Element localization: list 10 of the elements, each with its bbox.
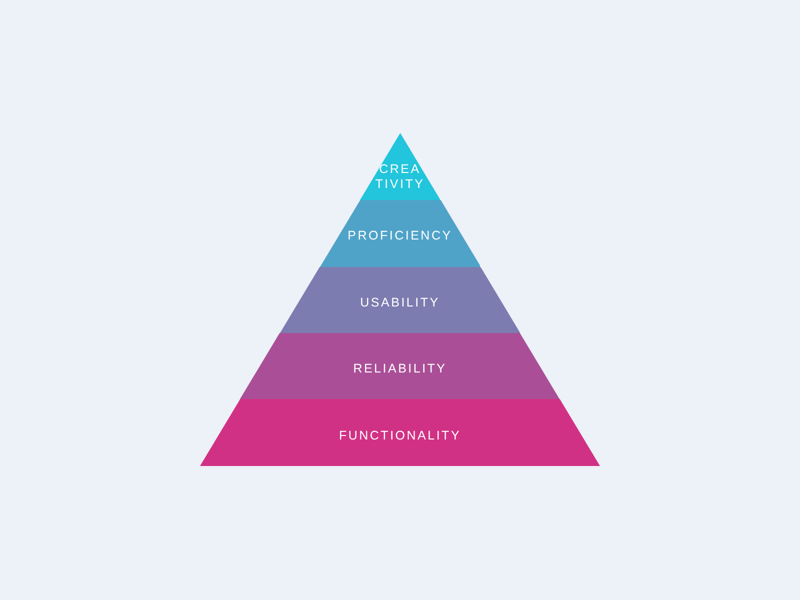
tier-label: RELIABILITY (353, 360, 447, 378)
pyramid-tier (360, 133, 440, 200)
tier-label: CREA TIVITY (374, 162, 426, 192)
pyramid-tier (280, 267, 520, 333)
tier-label: USABILITY (360, 294, 440, 312)
pyramid-tier (320, 200, 480, 267)
tier-label: FUNCTIONALITY (338, 428, 462, 445)
pyramid-tier (240, 333, 560, 399)
tier-label: PROFICIENCY (348, 228, 452, 245)
pyramid-tier (200, 399, 600, 466)
